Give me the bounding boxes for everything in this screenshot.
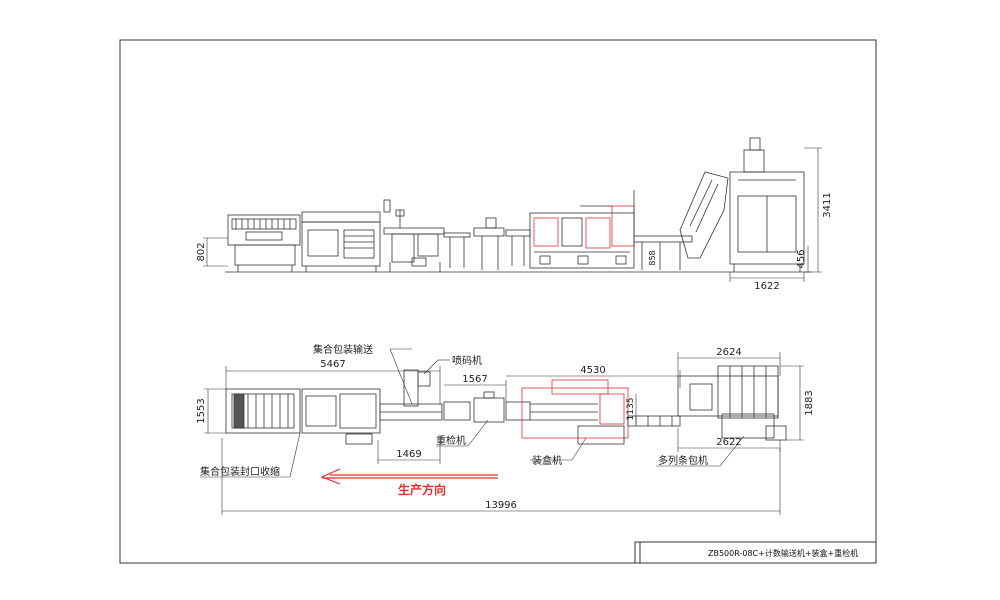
drawing-frame [119,39,877,564]
dim-plan-inkjet-span: 1567 [462,374,487,385]
dim-plan-left-width: 1553 [196,398,207,423]
elev-infeed [633,235,693,270]
dim-plan-packer-top: 2624 [716,347,741,358]
label-conveyor: 集合包装输送 [313,343,373,356]
label-multilane-packer: 多列条包机 [658,454,708,467]
dim-plan-total-length: 13996 [485,500,517,511]
plan-conveyor [379,369,443,421]
dim-plan-shrink-length: 5467 [320,359,345,370]
dim-plan-packer-bottom: 2622 [716,437,741,448]
dim-elev-base-height: 456 [796,249,807,268]
dim-plan-conveyor-gap: 1469 [396,449,421,460]
elev-checkweigher [443,217,531,270]
dim-plan-cartoner-span: 4530 [580,365,605,376]
elev-packer [679,137,805,272]
dim-elev-packer-width: 1622 [754,281,779,292]
plan-transfer [627,415,681,427]
elevation-view [225,137,812,273]
dim-plan-right-width: 1883 [804,390,815,415]
label-direction: 生产方向 [398,482,446,497]
plan-view [225,365,787,445]
plan-dimensions [204,352,804,515]
plan-shrink-tunnel [225,388,301,434]
label-shrink-wrapper: 集合包装封口收缩 [200,465,280,478]
label-inkjet: 喷码机 [452,354,482,367]
dim-plan-cartoner-width: 1135 [626,398,636,421]
callout-leaders [200,348,745,478]
title-block-model: ZB500R-08C+计数输送机+装盒+重检机 [708,548,858,558]
plan-checkweigher [443,391,531,423]
elev-sealer [301,199,391,272]
elev-conveyor [383,209,445,272]
dim-elev-side: 858 [648,250,657,265]
title-block: ZB500R-08C+计数输送机+装盒+重检机 [634,541,877,564]
elev-shrink-tunnel [227,214,301,272]
direction-arrow [320,468,498,485]
plan-cartoner [521,379,629,445]
elevation-dimensions [203,147,822,282]
plan-packer [677,365,787,441]
elev-cartoner [529,190,635,269]
dim-elev-left-height: 802 [196,242,207,261]
dim-elev-total-height: 3411 [822,192,833,217]
plan-sealer [301,388,381,445]
label-checkweigher: 重检机 [436,434,466,447]
label-cartoner: 装盒机 [532,454,562,467]
